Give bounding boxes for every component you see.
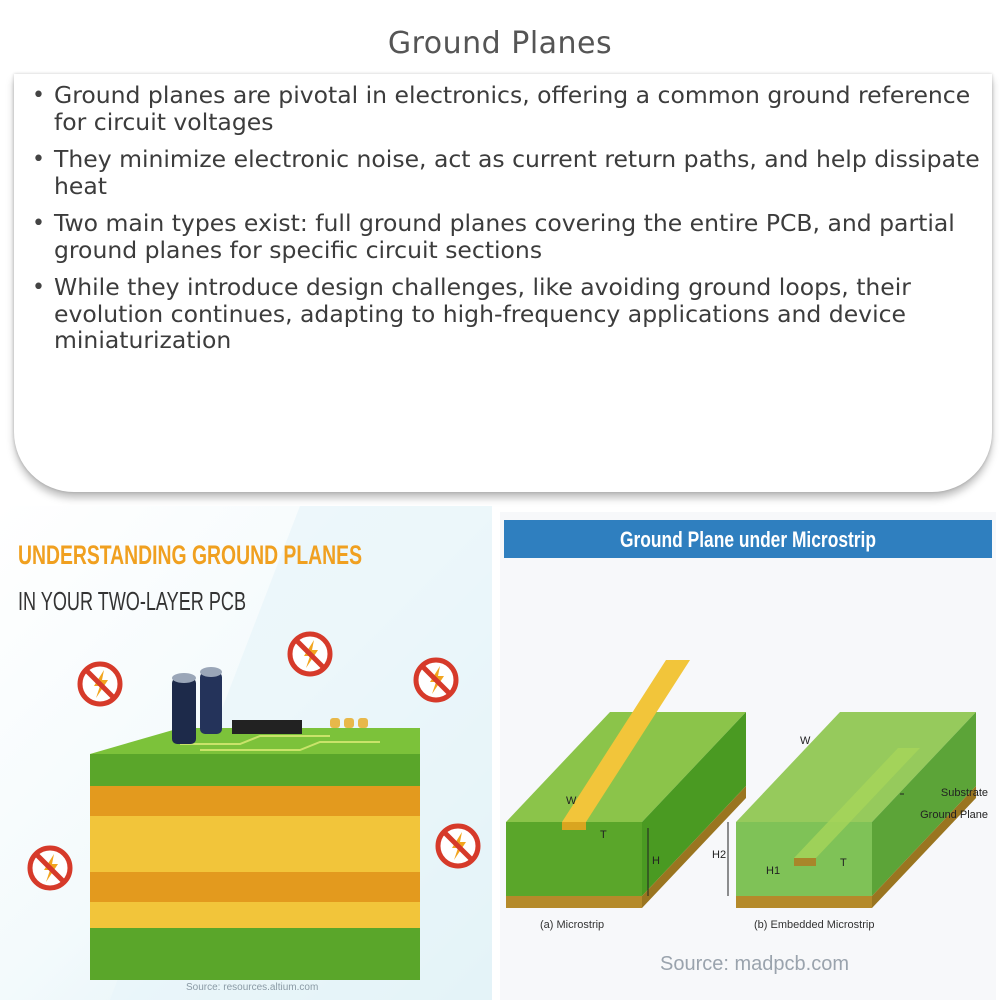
bullet-list: • Ground planes are pivotal in electroni…: [32, 82, 982, 365]
no-interference-icon: [80, 664, 120, 704]
microstrip-block: [506, 660, 746, 908]
label-w-embedded: W: [800, 735, 811, 747]
bullet-text: While they introduce design challenges, …: [54, 273, 911, 354]
left-heading-line2: IN YOUR TWO-LAYER PCB: [18, 586, 246, 616]
bullet-text: Ground planes are pivotal in electronics…: [54, 81, 971, 136]
caption-a: (a) Microstrip: [540, 919, 604, 931]
label-ground-plane: Ground Plane: [920, 809, 988, 821]
bullet-item: • While they introduce design challenges…: [32, 274, 982, 354]
bullet-item: • They minimize electronic noise, act as…: [32, 146, 982, 199]
label-t: T: [600, 829, 607, 841]
left-heading-line1: UNDERSTANDING GROUND PLANES: [18, 540, 362, 570]
bullet-dot: •: [32, 275, 45, 300]
embedded-microstrip-block: [736, 712, 976, 908]
label-t-embedded: T: [840, 857, 847, 869]
no-interference-icon: [30, 848, 70, 888]
no-interference-icon: [438, 826, 478, 866]
pcb-stack: [90, 667, 420, 980]
pcb-layers-illustration: UNDERSTANDING GROUND PLANES IN YOUR TWO-…: [0, 506, 492, 1000]
right-source: Source: madpcb.com: [660, 953, 849, 975]
no-interference-icon: [416, 660, 456, 700]
microstrip-banner: Ground Plane under Microstrip: [620, 527, 876, 552]
label-h2: H2: [712, 849, 726, 861]
left-source: Source: resources.altium.com: [186, 982, 318, 993]
bullet-dot: •: [32, 147, 45, 172]
caption-b: (b) Embedded Microstrip: [754, 919, 874, 931]
label-h: H: [652, 855, 660, 867]
label-h1: H1: [766, 865, 780, 877]
no-interference-icon: [290, 634, 330, 674]
bullet-dot: •: [32, 83, 45, 108]
label-w: W: [566, 795, 577, 807]
page-title: Ground Planes: [387, 26, 613, 61]
bullet-text: Two main types exist: full ground planes…: [54, 209, 955, 264]
bullet-dot: •: [32, 211, 45, 236]
bullet-item: • Ground planes are pivotal in electroni…: [32, 82, 982, 135]
label-substrate: Substrate: [941, 787, 988, 799]
bullet-item: • Two main types exist: full ground plan…: [32, 210, 982, 263]
content-card: [14, 74, 992, 492]
bullet-text: They minimize electronic noise, act as c…: [54, 145, 980, 200]
microstrip-diagram: Ground Plane under Microstrip W T H (a) …: [500, 512, 996, 1000]
